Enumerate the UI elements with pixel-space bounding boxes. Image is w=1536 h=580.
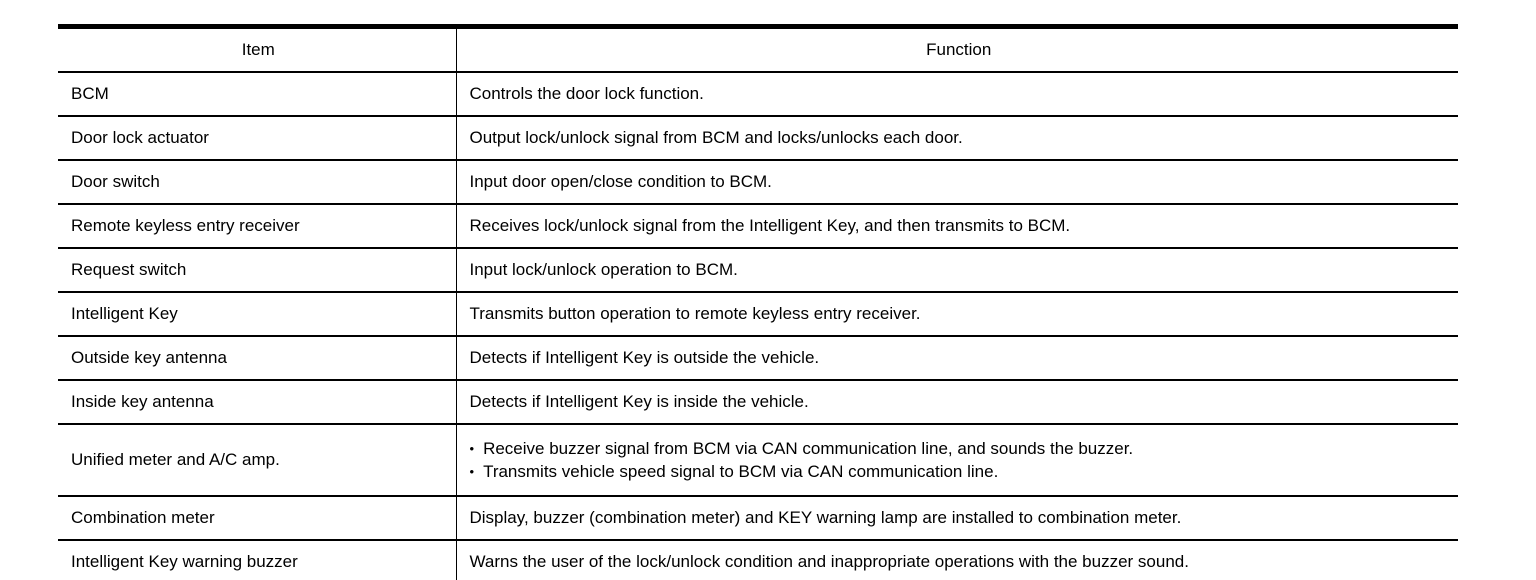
function-cell: Warns the user of the lock/unlock condit…	[456, 539, 1458, 580]
function-bullet-list: • Receive buzzer signal from BCM via CAN …	[470, 438, 1449, 483]
item-cell: Request switch	[58, 247, 457, 292]
table-header: Item Function	[58, 26, 1458, 72]
table-row: Unified meter and A/C amp. • Receive buzze…	[58, 423, 1458, 496]
item-cell: Intelligent Key	[58, 291, 457, 336]
function-cell: Output lock/unlock signal from BCM and l…	[456, 115, 1458, 160]
item-cell: Unified meter and A/C amp.	[58, 423, 457, 496]
item-cell: Door switch	[58, 159, 457, 204]
item-cell: BCM	[58, 71, 457, 116]
function-cell: Detects if Intelligent Key is inside the…	[456, 379, 1458, 424]
item-cell: Inside key antenna	[58, 379, 457, 424]
function-bullet-line: • Receive buzzer signal from BCM via CAN …	[470, 438, 1449, 459]
item-cell: Outside key antenna	[58, 335, 457, 380]
function-text: Transmits vehicle speed signal to BCM vi…	[483, 462, 999, 481]
bullet-icon: •	[469, 440, 475, 456]
function-cell: Input door open/close condition to BCM.	[456, 159, 1458, 204]
item-cell: Door lock actuator	[58, 115, 457, 160]
function-cell: Controls the door lock function.	[456, 71, 1458, 116]
bullet-icon: •	[469, 464, 475, 479]
function-cell: Detects if Intelligent Key is outside th…	[456, 335, 1458, 380]
column-header-item: Item	[58, 26, 457, 72]
item-cell: Remote keyless entry receiver	[58, 203, 457, 248]
item-cell: Intelligent Key warning buzzer	[58, 539, 457, 580]
item-cell: Combination meter	[58, 495, 457, 540]
function-cell: Display, buzzer (combination meter) and …	[456, 495, 1458, 540]
function-bullet-line: • Transmits vehicle speed signal to BCM v…	[470, 461, 1449, 482]
column-header-function: Function	[926, 40, 992, 60]
function-cell: Input lock/unlock operation to BCM.	[456, 247, 1458, 292]
header-row: Item Function	[58, 26, 1458, 72]
function-cell: Receives lock/unlock signal from the Int…	[456, 203, 1458, 248]
function-cell: Transmits button operation to remote key…	[456, 291, 1458, 336]
function-text: Receive buzzer signal from BCM via CAN c…	[483, 438, 1134, 458]
function-cell: • Receive buzzer signal from BCM via CAN …	[456, 423, 1458, 496]
